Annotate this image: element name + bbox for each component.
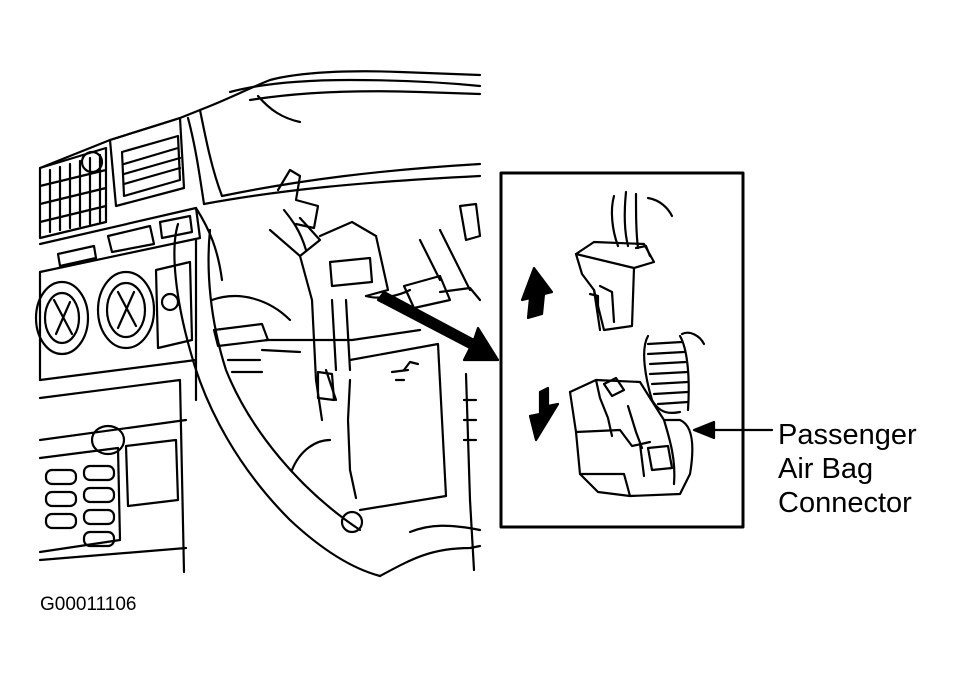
pointer-arrow [378,292,498,360]
air-vent-left [40,148,106,238]
center-bracket [262,170,480,570]
callout-line-1: Passenger [778,419,917,451]
dash-top-panel [40,71,480,204]
control-panel [36,208,200,400]
callout-line-2: Air Bag [778,453,874,485]
callout-leader [694,422,772,438]
figure-id: G00011106 [40,594,137,615]
passenger-air-bag-connector-label: Passenger Air Bag Connector [778,418,917,520]
inset-frame [501,173,743,527]
air-vent-center [110,118,184,206]
arrow-up-icon [522,268,552,318]
arrow-down-icon [530,388,558,440]
support-beam [174,208,480,576]
connector-socket-lower [570,333,704,496]
connector-plug-upper [576,192,672,330]
radio-console [40,380,186,572]
callout-line-3: Connector [778,487,912,519]
